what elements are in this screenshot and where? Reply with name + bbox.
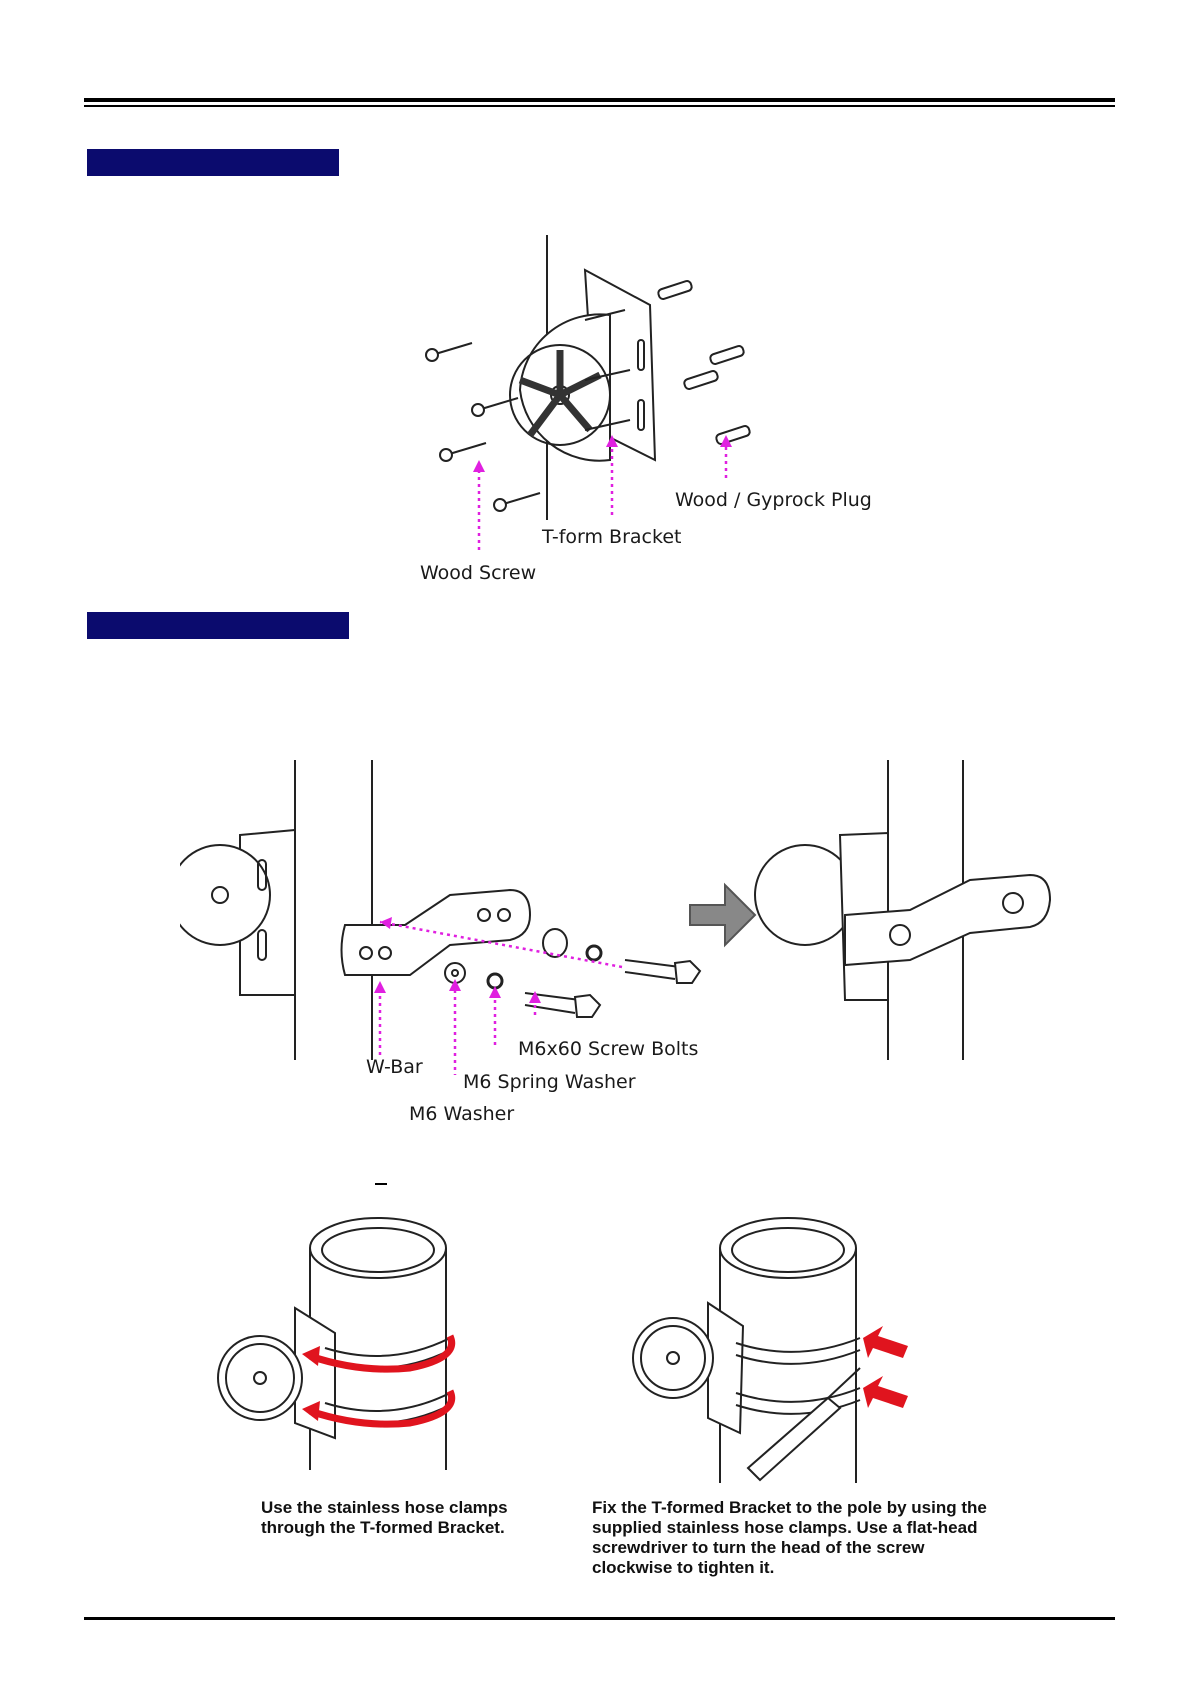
label-t-form-bracket: T-form Bracket (542, 526, 682, 548)
label-m6x60-screw-bolts: M6x60 Screw Bolts (518, 1038, 699, 1060)
header-rule-thick (84, 98, 1115, 102)
header-rule-thin (84, 105, 1115, 107)
footer-rule (84, 1617, 1115, 1620)
label-w-bar: W-Bar (366, 1056, 423, 1078)
label-wood-screw: Wood Screw (420, 562, 537, 584)
label-wood-gyprock-plug: Wood / Gyprock Plug (675, 489, 872, 511)
pole-mount-wbar-diagram (180, 760, 1052, 1075)
section-heading-bar-1 (87, 149, 339, 176)
hose-clamp-right-diagram (632, 1217, 908, 1483)
stray-dash-mark (375, 1183, 387, 1185)
wall-mount-diagram (425, 235, 751, 550)
caption-left: Use the stainless hose clamps through th… (261, 1498, 508, 1537)
section-heading-bar-2 (87, 612, 349, 639)
hose-clamp-left-diagram (217, 1217, 455, 1470)
label-m6-washer: M6 Washer (409, 1103, 515, 1125)
label-m6-spring-washer: M6 Spring Washer (463, 1071, 636, 1093)
caption-right: Fix the T-formed Bracket to the pole by … (592, 1498, 987, 1577)
